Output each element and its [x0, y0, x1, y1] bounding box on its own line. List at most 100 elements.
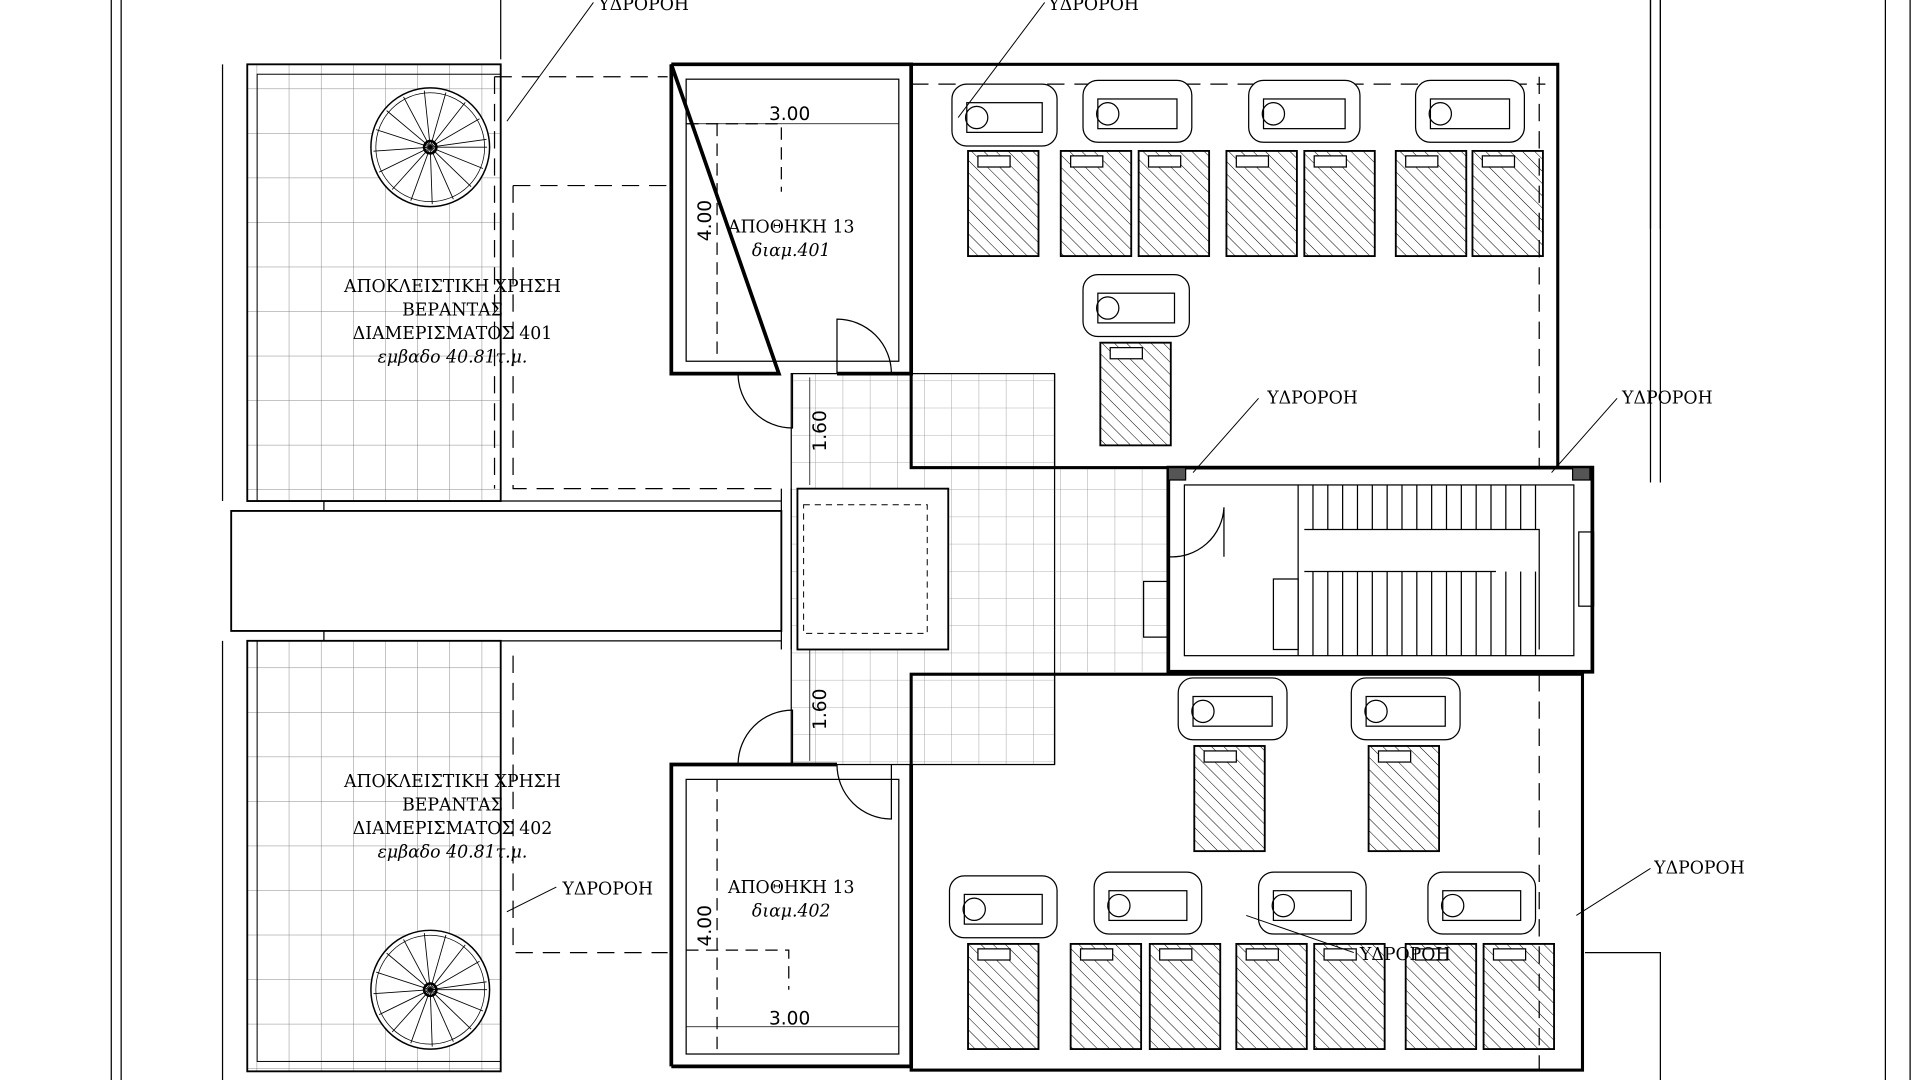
solar-panel [1148, 942, 1222, 1050]
spiral-stair-bottom [370, 929, 491, 1050]
spiral-tread [430, 960, 480, 991]
door-dim-top: 1.60 [810, 410, 831, 451]
ac-fan-icon [1364, 699, 1388, 724]
spiral-tread [429, 147, 454, 200]
ac-outdoor-unit [948, 875, 1058, 939]
panel-label-box [1377, 750, 1412, 763]
panel-label-box [1323, 948, 1357, 961]
panel-label-box [1481, 155, 1516, 168]
ac-fan-icon [1271, 893, 1296, 918]
ac-outdoor-inner [1262, 98, 1346, 130]
ac-outdoor-inner [1108, 890, 1188, 922]
spiral-tread [430, 981, 487, 991]
ac-outdoor-inner [963, 893, 1043, 925]
spiral-tread [423, 933, 431, 990]
spiral-tread [430, 138, 487, 148]
ac-outdoor-unit [1257, 871, 1367, 935]
drain-label: ΥΔΡΟΡΟΗ [1621, 388, 1713, 408]
spiral-tread [429, 944, 466, 990]
veranda-401-label: ΑΠΟΚΛΕΙΣΤΙΚΗ ΧΡΗΣΗ ΒΕΡΑΝΤΑΣ ΔΙΑΜΕΡΙΣΜΑΤΟ… [343, 277, 561, 368]
ac-outdoor-unit [1093, 871, 1203, 935]
solar-panel [967, 942, 1040, 1050]
veranda-402-line1: ΑΠΟΚΛΕΙΣΤΙΚΗ ΧΡΗΣΗ [343, 772, 561, 792]
storage-401-depth-dim: 4.00 [695, 200, 716, 241]
ac-fan-icon [1191, 699, 1215, 724]
roof-outline-dashed [493, 76, 1546, 1071]
drain-label: ΥΔΡΟΡΟΗ [562, 879, 654, 899]
storage-402-unit: διαμ.402 [752, 902, 831, 922]
panel-label-box [1109, 347, 1143, 360]
solar-panel [1193, 745, 1266, 853]
solar-panel [1235, 942, 1308, 1050]
spiral-stair-top [370, 87, 491, 208]
spiral-tread [430, 146, 484, 169]
solar-panel [1404, 942, 1478, 1050]
storage-402-name: ΑΠΟΘΗΚΗ 13 [727, 878, 855, 898]
spiral-tread [378, 989, 431, 1016]
veranda-401-line3: ΔΙΑΜΕΡΙΣΜΑΤΟΣ 401 [353, 324, 552, 344]
site-boundary [110, 0, 1911, 1080]
storage-401-unit: διαμ.401 [752, 241, 831, 261]
ac-outdoor-unit [1350, 677, 1461, 741]
ac-units [948, 79, 1555, 1050]
storage-401-name: ΑΠΟΘΗΚΗ 13 [727, 218, 855, 238]
ac-fan-icon [1107, 893, 1131, 918]
ac-outdoor-inner [1097, 292, 1176, 324]
veranda-402-line3: ΔΙΑΜΕΡΙΣΜΑΤΟΣ 402 [353, 819, 552, 839]
ac-fan-icon [1428, 102, 1453, 126]
spiral-tread [410, 147, 431, 201]
ac-outdoor-inner [1192, 695, 1273, 727]
spiral-tread [429, 146, 472, 188]
spiral-tread [403, 939, 431, 990]
spiral-tread [403, 96, 431, 148]
spiral-tread [376, 971, 431, 991]
spiral-tread [378, 146, 431, 173]
panel-label-box [1405, 155, 1439, 168]
ac-fan-icon [964, 105, 989, 130]
panel-label-box [1245, 948, 1279, 961]
corridor-slab [230, 500, 783, 642]
storage-room-401 [669, 62, 914, 429]
solar-panel [1394, 150, 1468, 258]
ac-fan-icon [962, 897, 986, 922]
ac-outdoor-inner [1365, 695, 1446, 727]
ac-outdoor-inner [1429, 98, 1511, 130]
ac-outdoor-unit [1177, 677, 1288, 741]
panel-label-box [1070, 155, 1104, 168]
solar-panel [1137, 150, 1211, 258]
solar-panel [967, 150, 1040, 258]
veranda-402-line2: ΒΕΡΑΝΤΑΣ [402, 795, 503, 815]
ac-outdoor-inner [1272, 890, 1352, 922]
panel-label-box [1414, 948, 1449, 961]
ac-outdoor-inner [1442, 890, 1522, 922]
drain-label: ΥΔΡΟΡΟΗ [1359, 945, 1451, 965]
veranda-402-label: ΑΠΟΚΛΕΙΣΤΙΚΗ ΧΡΗΣΗ ΒΕΡΑΝΤΑΣ ΔΙΑΜΕΡΙΣΜΑΤΟ… [343, 772, 561, 863]
spiral-tread [429, 989, 472, 1030]
panel-label-box [1313, 155, 1347, 168]
spiral-tread [391, 146, 431, 190]
spiral-tread [373, 989, 431, 995]
spiral-tread [430, 118, 480, 148]
panel-label-box [977, 948, 1011, 961]
spiral-tread [429, 989, 454, 1042]
panel-label-box [1235, 155, 1270, 168]
storage-402-width-dim: 3.00 [769, 1008, 810, 1029]
panel-label-box [977, 155, 1011, 168]
ac-fan-icon [1095, 296, 1120, 320]
spiral-tread [373, 146, 431, 152]
panel-label-box [1159, 948, 1193, 961]
ac-outdoor-unit [1248, 79, 1361, 143]
drain-label: ΥΔΡΟΡΟΗ [1047, 0, 1139, 15]
drain-label: ΥΔΡΟΡΟΗ [597, 0, 689, 15]
panel-label-box [1203, 750, 1237, 763]
spiral-tread [430, 989, 484, 1012]
panel-label-box [1147, 155, 1182, 168]
veranda-401-line2: ΒΕΡΑΝΤΑΣ [402, 300, 503, 320]
door-dim-bottom: 1.60 [810, 689, 831, 730]
solar-panel [1482, 942, 1555, 1050]
ac-outdoor-unit [1082, 79, 1193, 143]
solar-panel [1313, 942, 1386, 1050]
ac-outdoor-unit [1082, 274, 1190, 338]
ac-fan-icon [1440, 893, 1465, 918]
